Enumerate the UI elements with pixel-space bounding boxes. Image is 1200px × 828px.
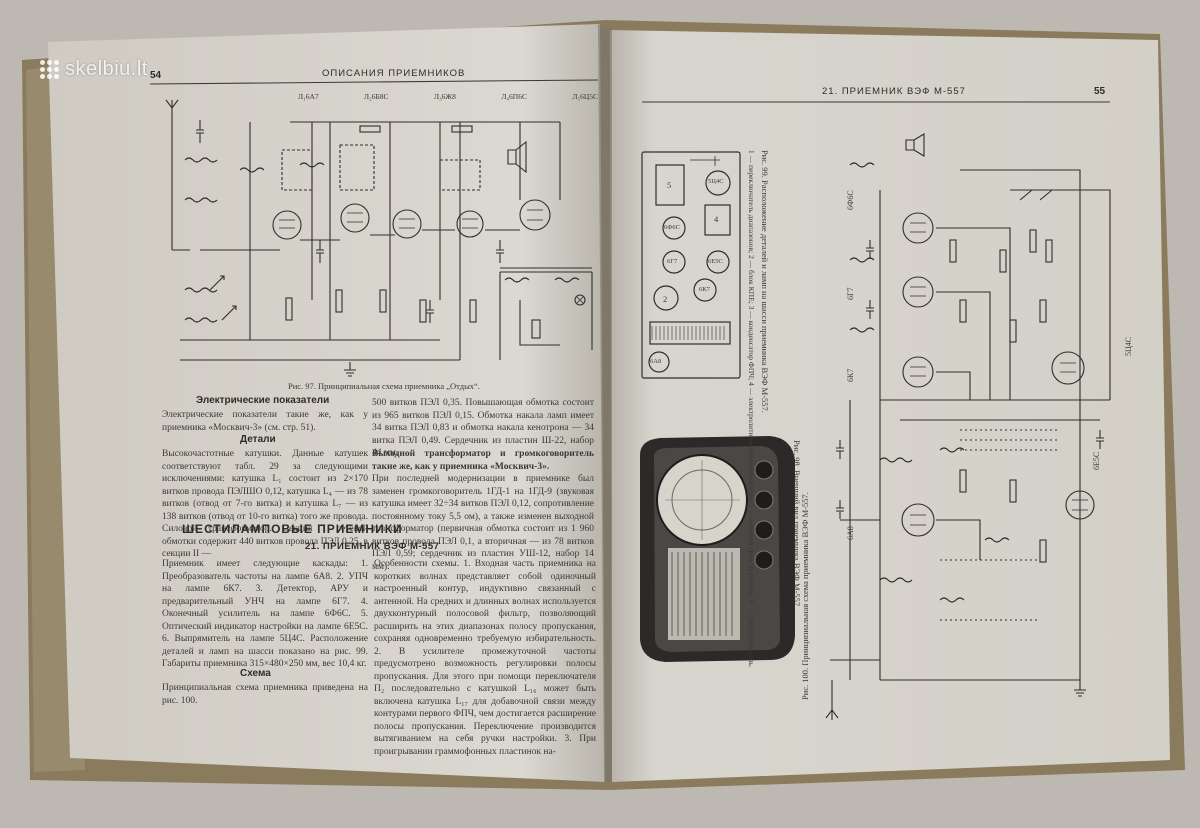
tube-label: 5Ц4С — [1124, 336, 1133, 356]
watermark-text: skelbiu.lt — [65, 58, 148, 80]
layout-label: 6А8 — [650, 358, 662, 365]
tube-label: 6Е5С — [1092, 451, 1101, 470]
col2-rest-text: При последней модернизации в приемнике б… — [372, 474, 594, 572]
section-title: ШЕСТИЛАМПОВЫЕ ПРИЕМНИКИ — [182, 522, 403, 536]
layout-label: 4 — [714, 214, 719, 224]
right-running-head: 21. ПРИЕМНИК ВЭФ М-557 — [822, 86, 966, 97]
tube-label: 6Г7 — [846, 287, 855, 300]
col2-rest: При последней модернизации в приемнике б… — [372, 473, 594, 573]
fig99-caption: Рис. 99. Расположение деталей и ламп на … — [760, 150, 770, 413]
col2-lower-text: Особенности схемы. 1. Входная часть прие… — [374, 559, 596, 757]
left-page-number: 54 — [150, 70, 162, 81]
chassis-layout-fig99 — [641, 151, 741, 379]
col1-lower: Приемник имеет следующие каскады: 1. Пре… — [162, 558, 368, 671]
site-watermark: skelbiu.lt — [40, 58, 148, 81]
heading-scheme: Схема — [240, 668, 271, 679]
schematic-fig97 — [165, 99, 593, 377]
radio-exterior-fig98 — [640, 436, 795, 662]
col2-lower: Особенности схемы. 1. Входная часть прие… — [374, 558, 596, 758]
tube-label: 6А8 — [846, 526, 855, 540]
para-electric: Электрические показатели такие же, как у… — [162, 409, 368, 434]
layout-label: 6К7 — [699, 286, 710, 293]
layout-label: 5 — [667, 180, 672, 190]
tube-label: Л₄6П6С — [501, 92, 527, 101]
fig100-caption: Рис. 100. Принципиальная схема приемника… — [800, 492, 810, 700]
tube-label: Л₁6А7 — [298, 92, 319, 101]
layout-label: 5Ц4С — [708, 178, 724, 185]
fig97-caption: Рис. 97. Принципиальная схема приемника … — [288, 381, 480, 391]
layout-label: 6Е5С — [708, 258, 723, 265]
para-details-text: Высокочастотные катушки. Данные катушек … — [162, 449, 368, 559]
tube-label: 6К7 — [846, 368, 855, 382]
right-page — [610, 30, 1170, 782]
left-page — [48, 24, 605, 782]
tube-label: 6Ф6С — [846, 190, 855, 210]
layout-label: 2 — [663, 294, 668, 304]
para-electric-text: Электрические показатели такие же, как у… — [162, 410, 368, 433]
para-scheme: Принципиальная схема приемника приведена… — [162, 682, 368, 707]
col2-head: Выходной трансформатор и громкоговорител… — [372, 448, 594, 473]
col2-top: 500 витков ПЭЛ 0,35. Повышающая обмотка … — [372, 397, 594, 460]
col1-lower-text: Приемник имеет следующие каскады: 1. Пре… — [162, 559, 368, 669]
subsection-title: 21. ПРИЕМНИК ВЭФ М-557 — [305, 541, 440, 552]
fig97-tube-labels: Л₁6А7 Л₂6Б8С Л₃6Ж8 Л₄6П6С Л₅6Ц5С — [168, 92, 598, 101]
layout-label: 6Г7 — [667, 258, 678, 265]
layout-label: 6Ф6С — [664, 224, 680, 231]
heading-electric: Электрические показатели — [196, 395, 330, 406]
right-page-number: 55 — [1094, 86, 1106, 97]
schematic-fig100 — [825, 133, 1111, 720]
left-running-head: ОПИСАНИЯ ПРИЕМНИКОВ — [322, 68, 466, 79]
para-scheme-text: Принципиальная схема приемника приведена… — [162, 683, 368, 706]
para-details: Высокочастотные катушки. Данные катушек … — [162, 448, 368, 561]
spine-shadow — [598, 24, 612, 782]
grid-dots-icon — [40, 60, 59, 79]
tube-label: Л₃6Ж8 — [433, 92, 456, 101]
fig99-legend: 1 — переключатель диапазонов; 2 — блок К… — [747, 150, 756, 668]
col2-head-text: Выходной трансформатор и громкоговорител… — [372, 449, 594, 472]
tube-label: Л₂6Б8С — [364, 92, 389, 101]
heading-details: Детали — [240, 434, 276, 445]
tube-label: Л₅6Ц5С — [572, 92, 598, 101]
col2-top-text: 500 витков ПЭЛ 0,35. Повышающая обмотка … — [372, 398, 594, 458]
